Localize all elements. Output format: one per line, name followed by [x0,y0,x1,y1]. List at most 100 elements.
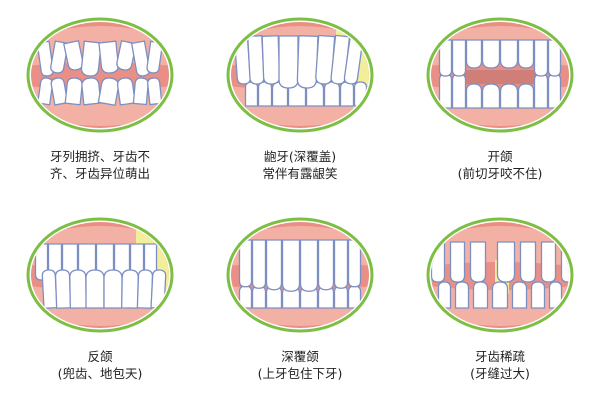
mouth [231,22,369,128]
lower-tooth [69,269,87,309]
panel-crowded: 牙列拥挤、牙齿不 齐、牙齿异位萌出 [0,0,200,200]
upper-tooth [438,39,453,77]
caption-spacing: 牙齿稀疏 (牙缝过大) [400,348,600,382]
upper-tooth [116,40,137,71]
mouth [431,222,569,328]
panel-overjet: 龅牙(深覆盖) 常伴有露龈笑 [200,0,400,200]
lower-tooth [339,81,355,107]
upper-tooth [251,239,267,289]
caption-line: (牙缝过大) [470,366,530,381]
spacing-teeth-illustration [426,217,574,333]
panel-spacing: 牙齿稀疏 (牙缝过大) [400,200,600,400]
lower-tooth [323,81,341,107]
lower-tooth [465,83,483,109]
panel-openbite: 开颌 (前切牙咬不住) [400,0,600,200]
lower-tooth [132,77,149,106]
overjet-teeth-illustration [226,17,374,133]
upper-tooth [80,40,102,77]
panel-deepbite: 深覆颌 (上牙包住下牙) [200,200,400,400]
upper-tooth [451,39,467,77]
upper-tooth [449,241,466,283]
upper-tooth [519,241,537,283]
lower-tooth [85,269,105,309]
lower-tooth [121,269,139,309]
lower-tooth [437,281,452,309]
upper-tooth [465,39,483,69]
upper-tooth [481,39,501,69]
underbite-teeth-illustration [26,217,174,333]
deepbite-teeth-illustration [226,217,374,333]
upper-tooth [517,39,535,69]
caption-overjet: 龅牙(深覆盖) 常伴有露龈笑 [200,148,400,182]
caption-line: 牙列拥挤、牙齿不 [49,149,150,164]
lower-tooth [499,83,519,109]
caption-openbite: 开颌 (前切牙咬不住) [400,148,600,182]
lower-tooth [257,81,273,107]
lower-tooth [147,77,163,106]
lower-tooth [517,83,535,109]
caption-deepbite: 深覆颌 (上牙包住下牙) [200,348,400,382]
lower-tooth [530,281,546,309]
panel-underbite: 反颌 (兜齿、地包天) [0,200,200,400]
caption-line: 龅牙(深覆盖) [263,149,337,164]
mouth [31,222,169,328]
upper-tooth [265,239,283,291]
upper-tooth [347,239,362,288]
caption-line: 常伴有露龈笑 [262,166,338,181]
lower-tooth [64,77,83,106]
upper-tooth [547,39,562,77]
upper-tooth [496,241,516,283]
upper-tooth [281,239,301,292]
openbite-teeth-illustration [426,17,574,133]
mouth [31,22,169,128]
mouth [431,22,569,128]
upper-tooth [146,40,164,74]
lower-tooth [50,77,69,106]
caption-line: (前切牙咬不住) [457,166,543,181]
lower-tooth [454,281,470,309]
upper-tooth [238,239,253,288]
upper-tooth [333,239,349,289]
upper-tooth [469,241,487,283]
caption-underbite: 反颌 (兜齿、地包天) [0,348,200,382]
lower-tooth [491,281,509,309]
lower-tooth [136,269,154,309]
lower-tooth [244,81,259,107]
caption-line: 牙齿稀疏 [474,349,525,364]
caption-line: 齐、牙齿异位萌出 [49,166,150,181]
caption-crowded: 牙列拥挤、牙齿不 齐、牙齿异位萌出 [0,148,200,182]
upper-tooth [499,39,519,69]
lower-tooth [116,77,136,106]
caption-line: (兜齿、地包天) [57,366,143,381]
lower-tooth [472,281,489,309]
caption-line: 反颌 [87,349,113,364]
caption-line: 开颌 [487,149,513,164]
lower-tooth [511,281,528,309]
lower-tooth [451,73,467,109]
upper-tooth [98,40,119,74]
upper-tooth [278,35,299,89]
lower-tooth [81,77,102,106]
upper-tooth [299,239,319,292]
lower-tooth [333,285,349,309]
lower-tooth [41,269,58,309]
crowded-teeth-illustration [26,17,174,133]
lower-tooth [103,269,123,309]
lower-tooth [533,73,549,109]
lower-tooth [251,285,267,309]
lower-tooth [54,269,72,309]
caption-line: 深覆颌 [281,349,319,364]
upper-tooth [50,40,69,74]
upper-tooth [261,35,281,85]
upper-tooth [296,35,319,89]
upper-tooth [317,239,335,291]
open-gap [460,70,540,84]
lower-tooth [548,281,563,309]
mouth [231,222,369,328]
lower-tooth [481,83,501,109]
upper-tooth [540,241,557,283]
upper-tooth [533,39,549,77]
upper-tooth [343,34,364,85]
caption-line: (上牙包住下牙) [257,366,343,381]
